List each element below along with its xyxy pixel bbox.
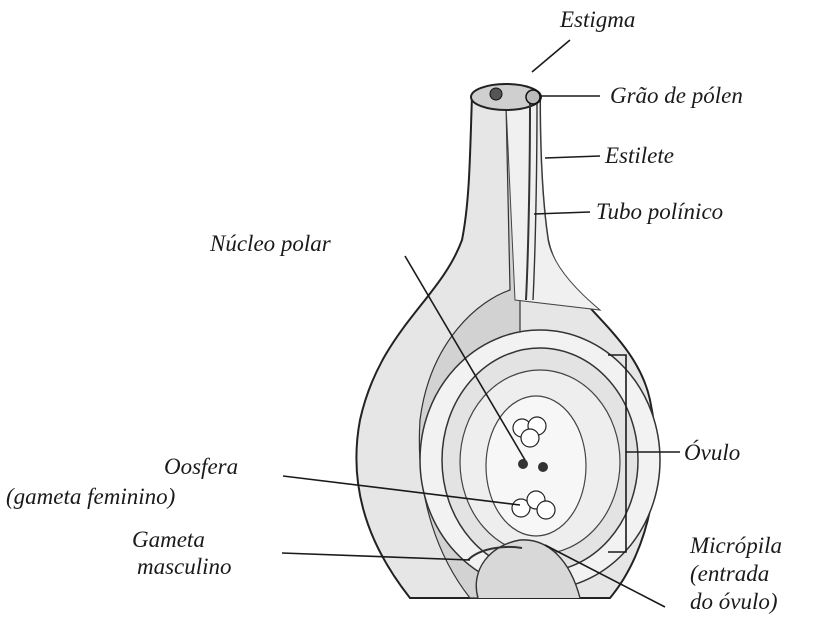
label-gameta-1: Gameta — [132, 527, 205, 552]
label-nucleo-polar: Núcleo polar — [209, 231, 332, 256]
label-micropila-2: (entrada — [690, 561, 769, 586]
label-micropila-1: Micrópila — [689, 533, 782, 558]
label-estilete: Estilete — [604, 143, 674, 168]
label-grao-polen: Grão de pólen — [610, 83, 743, 108]
leader-estigma — [532, 40, 570, 72]
label-ovulo: Óvulo — [684, 439, 740, 465]
label-micropila-3: do óvulo) — [690, 589, 778, 614]
pollen-grain — [526, 90, 540, 104]
style-tissue — [506, 98, 600, 310]
label-tubo-polinico: Tubo polínico — [596, 199, 723, 224]
label-oosfera-1: Oosfera — [164, 454, 238, 479]
pollen-grain-left — [490, 88, 502, 100]
leader-estilete — [545, 156, 600, 158]
label-oosfera-2: (gameta feminino) — [6, 484, 175, 509]
label-gameta-2: masculino — [137, 554, 232, 579]
label-estigma: Estigma — [559, 7, 635, 32]
